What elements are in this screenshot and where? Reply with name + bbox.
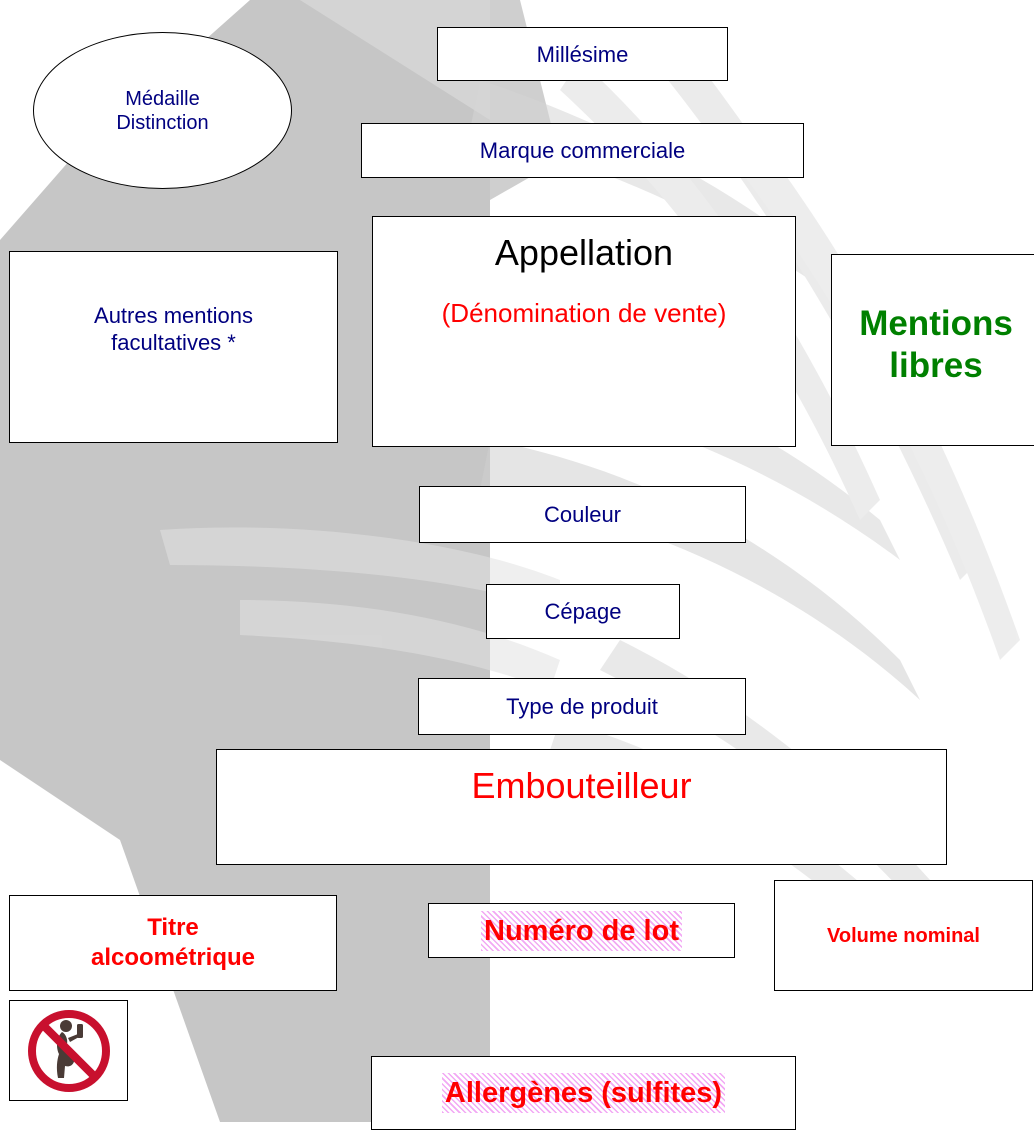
autres-mentions-label: Autres mentions facultatives * xyxy=(94,303,253,355)
type-de-produit-box: Type de produit xyxy=(418,678,746,735)
couleur-label: Couleur xyxy=(543,502,622,527)
titre-alcoometrique-box: Titre alcoométrique xyxy=(9,895,337,991)
millesime-box: Millésime xyxy=(437,27,728,81)
denomination-label: (Dénomination de vente) xyxy=(441,298,727,328)
couleur-box: Couleur xyxy=(419,486,746,543)
allergenes-box: Allergènes (sulfites) xyxy=(371,1056,796,1130)
numero-de-lot-box: Numéro de lot xyxy=(428,903,735,958)
numero-de-lot-label: Numéro de lot xyxy=(481,910,682,951)
medaille-distinction-ellipse: Médaille Distinction xyxy=(33,32,292,189)
volume-nominal-label: Volume nominal xyxy=(827,924,980,947)
appellation-box: Appellation (Dénomination de vente) xyxy=(372,216,796,447)
pregnancy-warning-box xyxy=(9,1000,128,1101)
no-alcohol-pregnancy-icon xyxy=(27,1009,110,1092)
appellation-label: Appellation xyxy=(494,232,674,273)
volume-nominal-box: Volume nominal xyxy=(774,880,1033,991)
mentions-libres-box: Mentions libres xyxy=(831,254,1034,446)
marque-commerciale-box: Marque commerciale xyxy=(361,123,804,178)
marque-commerciale-label: Marque commerciale xyxy=(479,138,686,163)
titre-alcoometrique-label: Titre alcoométrique xyxy=(90,914,256,971)
cepage-label: Cépage xyxy=(544,599,622,624)
autres-mentions-box: Autres mentions facultatives * xyxy=(9,251,338,443)
embouteilleur-label: Embouteilleur xyxy=(471,765,692,806)
allergenes-label: Allergènes (sulfites) xyxy=(441,1073,726,1113)
millesime-label: Millésime xyxy=(536,41,629,67)
type-de-produit-label: Type de produit xyxy=(506,694,658,719)
medaille-label: Médaille Distinction xyxy=(116,87,209,134)
embouteilleur-box: Embouteilleur xyxy=(216,749,947,865)
cepage-box: Cépage xyxy=(486,584,680,639)
mentions-libres-label: Mentions libres xyxy=(859,304,1013,385)
